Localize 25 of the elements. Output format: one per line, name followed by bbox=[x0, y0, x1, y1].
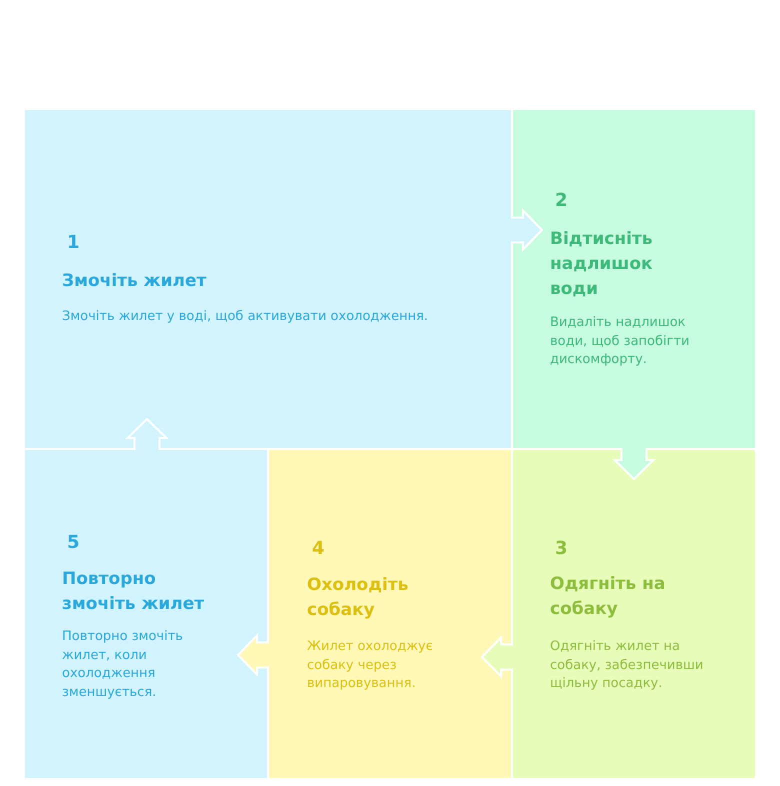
step-panel bbox=[269, 450, 511, 778]
arrow bbox=[510, 208, 544, 252]
step-description: Повторно змочіть жилет, коли охолодження зменшується. bbox=[62, 628, 184, 702]
step-description: Видаліть надлишок води, щоб запобігти дискомфорту. bbox=[550, 314, 690, 369]
step-description: Одягніть жилет на собаку, забезпечивши щільну посадку. bbox=[550, 638, 704, 693]
step-title: Відтисніть надлишок води bbox=[550, 228, 654, 301]
step-panel bbox=[513, 450, 755, 778]
step-title: Охолодіть собаку bbox=[307, 574, 410, 622]
arrow bbox=[612, 447, 656, 480]
step-number: 4 bbox=[312, 538, 325, 560]
step-description: Змочіть жилет у воді, щоб активувати охолодження. bbox=[62, 308, 430, 326]
step-title: Змочіть жилет bbox=[62, 270, 208, 293]
step-description: Жилет охолоджує собаку через випаровування. bbox=[307, 638, 434, 693]
step-panel bbox=[25, 110, 511, 448]
step-panel bbox=[513, 110, 755, 448]
step-title: Одягніть на собаку bbox=[550, 573, 666, 621]
step-number: 2 bbox=[555, 190, 568, 212]
arrow bbox=[480, 635, 514, 679]
step-number: 3 bbox=[555, 538, 568, 560]
arrow bbox=[236, 633, 270, 677]
arrow bbox=[125, 418, 169, 451]
step-panel bbox=[25, 450, 267, 778]
step-number: 1 bbox=[67, 232, 80, 254]
step-title: Повторно змочіть жилет bbox=[62, 568, 206, 616]
step-number: 5 bbox=[67, 532, 80, 554]
